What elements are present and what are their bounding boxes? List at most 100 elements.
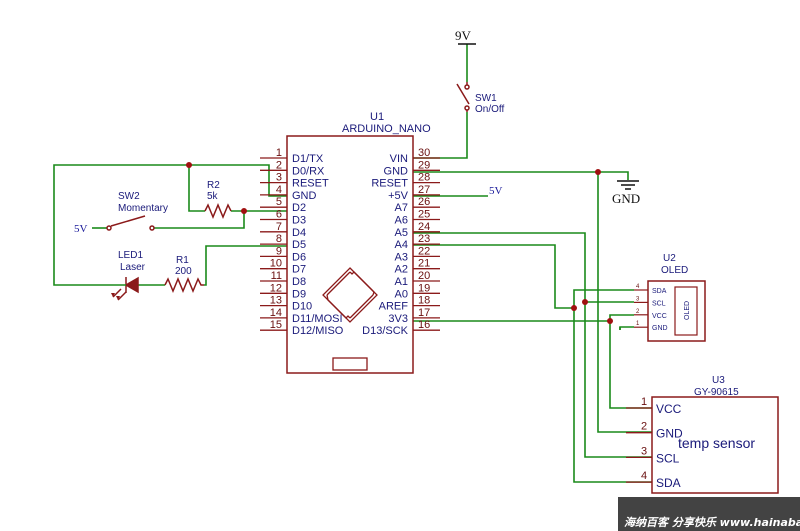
u1-pin-name: A2 [395,264,408,276]
u1-chip-icon [322,267,378,323]
u1-pin-name: A5 [395,227,408,239]
watermark-text: 海纳百客 分享快乐 www.hainabaike.com [624,516,800,529]
wires [53,44,652,483]
led1-value: Laser [120,262,146,273]
u1-pin-number: 14 [270,307,282,319]
u3-pin-name: GND [656,427,683,441]
u1-pin-number: 13 [270,295,282,307]
u1-pin-name: D4 [292,227,306,239]
sw1 [456,82,470,112]
u2-pin-number: 2 [636,309,640,315]
u1-pin-name: D3 [292,215,306,227]
u1-pin-name: GND [384,165,409,177]
u1-pin-number: 6 [276,209,282,221]
u1-pin-number: 5 [276,196,282,208]
u1-pin-number: 24 [418,221,430,233]
u1-pin-name: D10 [292,301,312,313]
u1-pin-name: 3V3 [388,313,408,325]
u1-pin-number: 29 [418,159,430,171]
u1-pin-name: D11/MOSI [292,313,343,325]
u1-pin-name: RESET [292,178,329,190]
u1-pin-name: VIN [390,153,408,165]
u3-pin-name: SCL [656,451,680,465]
u1-pin-number: 18 [418,295,430,307]
u2-pin-name: VCC [652,313,667,320]
u2-pin-name: SCL [652,300,666,307]
u2-pin-name: GND [652,325,668,332]
u1-pin-number: 28 [418,172,430,184]
r1-ref: R1 [176,255,189,266]
led1 [111,276,139,301]
u2-name: OLED [661,265,688,276]
u3-pin-name: VCC [656,402,682,416]
supply-9v-label: 9V [455,28,472,43]
r2-value: 5k [207,191,219,202]
u1-pin-number: 10 [270,258,282,270]
u1-pin-number: 11 [271,270,282,282]
u3-body-label: temp sensor [678,435,755,451]
sw1-value: On/Off [475,104,504,115]
r1-resistor [164,277,204,293]
net-5v-left: 5V [74,223,88,235]
u1-ref: U1 [370,111,384,123]
u1-pin-number: 1 [276,147,282,159]
u3-pin-number: 2 [641,421,647,433]
u2-pin-number: 3 [636,296,640,302]
u1-pin-name: D0/RX [292,165,325,177]
sw2-ref: SW2 [118,191,140,202]
u1-pin-number: 3 [276,172,282,184]
u1-pin-number: 15 [270,319,282,331]
u1-pin-number: 4 [276,184,282,196]
junctions [186,162,613,324]
sw2-value: Momentary [118,203,168,214]
net-5v-right: 5V [489,185,503,197]
u1-pin-number: 22 [418,245,430,257]
gnd-symbol [617,180,639,190]
u1-pin-name: D9 [292,288,306,300]
gnd-label: GND [612,191,640,206]
u1-pin-name: A4 [395,239,408,251]
u3-ref: U3 [712,375,725,386]
u1-pin-number: 19 [418,282,430,294]
u1-pin-name: D12/MISO [292,325,344,337]
u1-pin-name: D13/SCK [362,325,409,337]
u1-name: ARDUINO_NANO [342,123,431,135]
u3-pin-number: 1 [641,396,647,408]
u1-pin-name: D8 [292,276,306,288]
u1-pin-name: A1 [395,276,408,288]
u1-pin-name: GND [292,190,317,202]
u1-pin-number: 7 [276,221,282,233]
u2-pin-name: SDA [652,288,667,295]
sw1-ref: SW1 [475,93,497,104]
u1-pin-name: D6 [292,251,306,263]
u1-pin-number: 27 [418,184,430,196]
r1-value: 200 [175,266,192,277]
u1-right-pins: 30VIN29GND28RESET27+5V26A725A624A523A422… [362,147,440,337]
u1-pin-number: 30 [418,147,430,159]
u2-ref: U2 [663,253,676,264]
u1-pin-number: 17 [418,307,430,319]
u1-pin-name: +5V [388,190,409,202]
